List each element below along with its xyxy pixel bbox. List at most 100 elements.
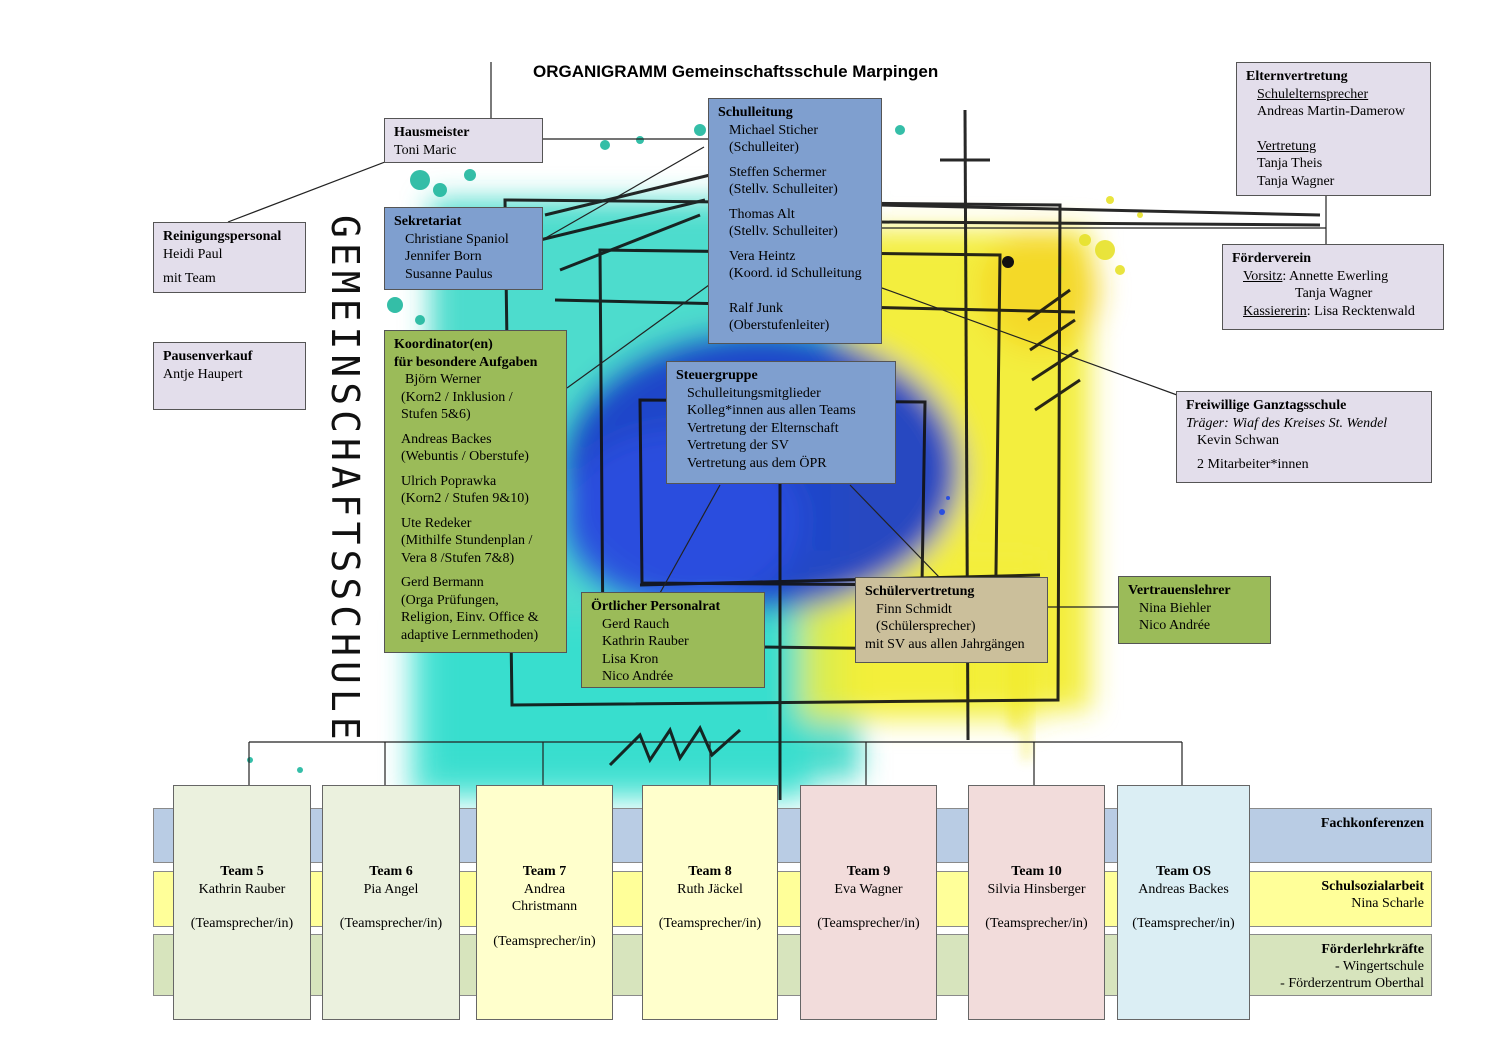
team-lead: Ruth Jäckel	[677, 881, 743, 897]
personalrat-member: Lisa Kron	[602, 651, 659, 667]
schulleitung-name: Thomas Alt	[729, 206, 795, 222]
schulleitung-box: Schulleitung Michael Sticher (Schulleite…	[708, 98, 882, 344]
vorsitz-label: Vorsitz	[1243, 268, 1283, 284]
sekretariat-member: Jennifer Born	[405, 249, 482, 264]
foerderverein-heading: Förderverein	[1232, 251, 1312, 266]
koordinator-task: (Korn2 / Stufen 9&10)	[401, 491, 529, 506]
steuergruppe-member: Vertretung der Elternschaft	[687, 420, 839, 436]
schulleitung-role: (Oberstufenleiter)	[729, 318, 830, 333]
koordinator-name: Ulrich Poprawka	[401, 473, 497, 489]
pausenverkauf-box: Pausenverkauf Antje Haupert	[153, 342, 306, 410]
koordinator-task: (Webuntis / Oberstufe)	[401, 449, 529, 464]
elternvertretung-sub: Schulelternsprecher	[1257, 86, 1369, 102]
team-role: (Teamsprecher/in)	[493, 933, 596, 949]
koordinatoren-box: Koordinator(en) für besondere Aufgaben B…	[384, 330, 567, 653]
foerderlehr-label: Förderlehrkräfte	[1321, 942, 1424, 957]
kasse-name: : Lisa Recktenwald	[1306, 303, 1415, 319]
foerderverein-box: Förderverein Vorsitz: Annette Ewerling T…	[1222, 244, 1444, 330]
vertrauenslehrer-name: Nico Andrée	[1139, 618, 1211, 633]
team-role: (Teamsprecher/in)	[985, 916, 1088, 931]
ganztag-heading: Freiwillige Ganztagsschule	[1186, 398, 1347, 413]
fachkonferenzen-label: Fachkonferenzen	[1320, 816, 1424, 831]
kasse-label: Kassiererin	[1243, 303, 1307, 319]
reinigung-team: mit Team	[163, 271, 216, 286]
team-lead: Kathrin Rauber	[198, 881, 286, 897]
page-title: ORGANIGRAMM Gemeinschaftsschule Marpinge…	[533, 62, 939, 81]
vorsitz-name: : Annette Ewerling	[1282, 268, 1389, 284]
team-box-7: Team 7 Andrea Christmann (Teamsprecher/i…	[476, 785, 613, 1020]
team-role: (Teamsprecher/in)	[658, 916, 762, 931]
schulleitung-heading: Schulleitung	[718, 105, 793, 120]
schulleitung-name: Michael Sticher	[729, 122, 819, 138]
schulleitung-role: (Stellv. Schulleiter)	[729, 224, 838, 239]
koordinator-task: (Mithilfe Stundenplan /	[401, 533, 533, 548]
team-name: Team OS	[1155, 864, 1212, 879]
pausenverkauf-heading: Pausenverkauf	[163, 349, 253, 364]
team-box-os: Team OS Andreas Backes (Teamsprecher/in)	[1117, 785, 1250, 1020]
reinigung-heading: Reinigungspersonal	[163, 229, 282, 244]
koordinatoren-subheading: für besondere Aufgaben	[394, 354, 538, 370]
sekretariat-member: Christiane Spaniol	[405, 231, 509, 247]
schulleitung-name: Steffen Schermer	[729, 164, 827, 180]
connector-lines	[227, 62, 1327, 785]
sekretariat-member: Susanne Paulus	[405, 266, 493, 282]
koordinator-task: (Korn2 / Inklusion /	[401, 389, 513, 405]
team-box-6: Team 6 Pia Angel (Teamsprecher/in)	[322, 785, 460, 1020]
schulsozialarbeit-label: Schulsozialarbeit	[1321, 879, 1424, 894]
pausenverkauf-name: Antje Haupert	[163, 366, 243, 382]
team-name: Team 5	[220, 864, 264, 879]
sekretariat-heading: Sekretariat	[394, 214, 462, 229]
team-box-8: Team 8 Ruth Jäckel (Teamsprecher/in)	[642, 785, 778, 1020]
team-name: Team 8	[688, 864, 732, 879]
schulsozialarbeit-name: Nina Scharle	[1351, 896, 1424, 911]
vertrauenslehrer-box: Vertrauenslehrer Nina Biehler Nico André…	[1118, 576, 1271, 644]
team-name: Team 10	[1011, 864, 1062, 879]
personalrat-member: Nico Andrée	[602, 669, 674, 684]
koordinator-task: Religion, Einv. Office &	[401, 610, 539, 625]
personalrat-member: Gerd Rauch	[602, 616, 670, 632]
elternvertretung-name: Andreas Martin-Damerow	[1257, 104, 1406, 119]
koordinator-name: Andreas Backes	[401, 431, 492, 447]
team-lead: Andreas Backes	[1138, 881, 1229, 897]
team-box-9: Team 9 Eva Wagner (Teamsprecher/in)	[800, 785, 937, 1020]
schuelervertretung-heading: Schülervertretung	[865, 584, 975, 599]
art-lettering: GEMEINSCHAFTSSCHULE	[323, 215, 367, 745]
reinigung-name: Heidi Paul	[163, 246, 223, 262]
personalrat-box: Örtlicher Personalrat Gerd Rauch Kathrin…	[581, 592, 765, 688]
ganztag-staff: 2 Mitarbeiter*innen	[1197, 456, 1309, 472]
schulleitung-role: (Koord. id Schulleitung	[729, 266, 862, 281]
schuelervertretung-role: (Schülersprecher)	[876, 619, 976, 634]
schuelervertretung-box: Schülervertretung Finn Schmidt (Schülers…	[855, 577, 1048, 663]
team-role: (Teamsprecher/in)	[817, 916, 920, 931]
reinigung-box: Reinigungspersonal Heidi Paul mit Team	[153, 222, 306, 293]
ganztag-leader: Kevin Schwan	[1197, 433, 1280, 448]
steuergruppe-member: Vertretung der SV	[687, 438, 789, 453]
steuergruppe-heading: Steuergruppe	[676, 368, 758, 383]
personalrat-heading: Örtlicher Personalrat	[591, 599, 721, 614]
elternvertretung-box: Elternvertretung Schulelternsprecher And…	[1236, 62, 1431, 196]
team-lead: Silvia Hinsberger	[987, 881, 1086, 897]
elternvertretung-sub: Vertretung	[1257, 138, 1317, 154]
schulleitung-role: (Schulleiter)	[729, 140, 799, 155]
koordinatoren-heading: Koordinator(en)	[394, 337, 493, 352]
elternvertretung-heading: Elternvertretung	[1246, 69, 1348, 84]
steuergruppe-box: Steuergruppe Schulleitungsmitglieder Kol…	[666, 361, 896, 484]
team-lead: Pia Angel	[363, 881, 419, 897]
team-role: (Teamsprecher/in)	[339, 916, 443, 931]
team-lead: Andrea Christmann	[511, 881, 578, 915]
koordinator-task: Stufen 5&6)	[401, 407, 471, 422]
elternvertretung-name: Tanja Theis	[1257, 156, 1323, 171]
team-box-5: Team 5 Kathrin Rauber (Teamsprecher/in)	[173, 785, 311, 1020]
team-name: Team 6	[369, 864, 413, 879]
team-role: (Teamsprecher/in)	[190, 916, 294, 931]
koordinator-name: Björn Werner	[405, 372, 481, 387]
team-name: Team 9	[846, 864, 891, 879]
team-role: (Teamsprecher/in)	[1132, 916, 1235, 931]
hausmeister-box: Hausmeister Toni Maric	[384, 118, 543, 163]
schulleitung-name: Vera Heintz	[729, 248, 796, 264]
steuergruppe-member: Vertretung aus dem ÖPR	[687, 455, 827, 471]
vertrauenslehrer-heading: Vertrauenslehrer	[1128, 583, 1231, 598]
ganztag-traeger: Träger: Wiaf des Kreises St. Wendel	[1186, 415, 1388, 431]
hausmeister-heading: Hausmeister	[394, 125, 470, 140]
koordinator-task: adaptive Lernmethoden)	[401, 627, 539, 643]
